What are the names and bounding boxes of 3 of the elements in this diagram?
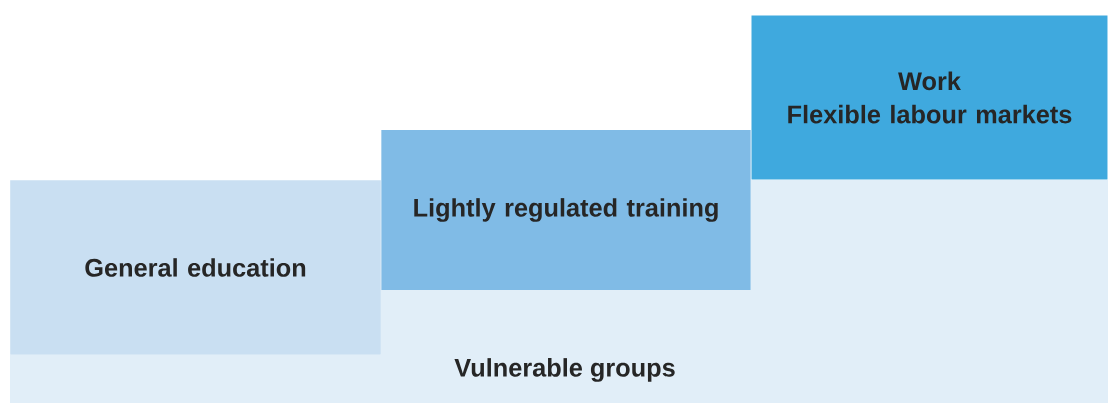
step-box: Work Flexible labour markets <box>751 15 1108 180</box>
step-box: General education <box>10 180 381 355</box>
step-box: Lightly regulated training <box>381 130 751 290</box>
